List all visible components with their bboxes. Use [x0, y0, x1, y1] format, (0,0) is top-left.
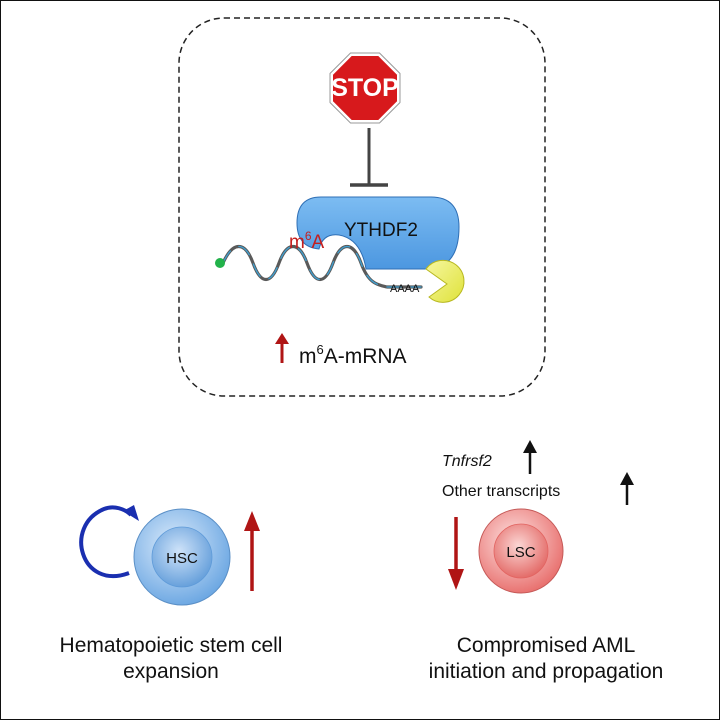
lsc-caption-line2: initiation and propagation: [428, 660, 664, 683]
stop-sign-icon: STOP: [329, 52, 401, 124]
lsc-down-arrow-icon: [448, 517, 464, 590]
tnfrsf2-up-arrow-icon: [523, 440, 537, 474]
lsc-caption: Compromised AML initiation and propagati…: [391, 633, 701, 685]
hsc-caption-line2: expansion: [123, 660, 219, 683]
inhibition-symbol: [350, 128, 388, 187]
self-renewal-arrow-icon: [79, 505, 139, 578]
lsc-label: LSC: [506, 544, 535, 561]
hsc-caption: Hematopoietic stem cell expansion: [21, 633, 321, 685]
hsc-cell: [133, 508, 231, 606]
m6a-mrna-label: m6A-mRNA: [299, 342, 407, 368]
tnfrsf2-label: Tnfrsf2: [442, 453, 492, 470]
hsc-label: HSC: [166, 550, 198, 567]
dashed-box: [178, 17, 546, 397]
hsc-caption-line1: Hematopoietic stem cell: [59, 634, 283, 657]
lsc-cell: [478, 508, 564, 594]
m6a-label: m6A: [289, 229, 325, 253]
up-arrow-icon: [275, 333, 289, 363]
other-transcripts-up-arrow-icon: [620, 472, 634, 505]
mrna-cap-dot: [215, 258, 225, 268]
ythdf2-protein: [296, 196, 460, 270]
poly-a-label: AAAA: [390, 283, 420, 295]
stop-label: STOP: [331, 74, 399, 102]
ythdf2-label: YTHDF2: [344, 220, 418, 241]
other-transcripts-label: Other transcripts: [442, 483, 560, 500]
pacman-icon: [425, 259, 465, 303]
mrna-strand: [221, 244, 423, 289]
hsc-up-arrow-icon: [244, 511, 260, 591]
lsc-caption-line1: Compromised AML: [456, 634, 636, 657]
